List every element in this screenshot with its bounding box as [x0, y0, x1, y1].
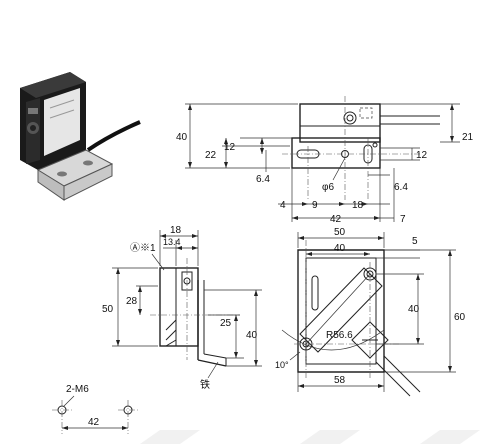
mounting-label: 2-M6	[66, 384, 89, 395]
dim-top-width: 42	[330, 214, 342, 225]
dim-side-inner: 13.4	[163, 237, 181, 247]
dim-front-angle: 10°	[275, 360, 289, 370]
top-right-view: 40 22 12 6.4 21 12 φ6 6.4	[176, 96, 474, 225]
dim-top-hole-dia: φ6	[322, 182, 334, 193]
dim-front-inner-height: 40	[408, 304, 420, 315]
dim-side-width: 18	[170, 225, 182, 236]
dim-top-slot-height: 12	[224, 142, 236, 153]
dim-top-edge: 7	[400, 214, 406, 225]
dim-top-right-slot: 12	[416, 150, 428, 161]
dim-mount-pitch: 42	[88, 417, 100, 428]
dim-top-bottom-c: 18	[352, 200, 364, 211]
dim-side-height: 50	[102, 304, 114, 315]
dim-front-height: 60	[454, 312, 466, 323]
dim-front-base: 58	[334, 375, 346, 386]
dim-top-right-offset: 6.4	[394, 182, 408, 193]
mounting-holes: 2-M6 42	[52, 384, 138, 434]
dim-front-width: 50	[334, 227, 346, 238]
sensor-photo	[20, 72, 141, 201]
dim-side-mid: 28	[126, 296, 138, 307]
dim-front-radius: R56.6	[326, 330, 353, 341]
dim-front-offset: 5	[412, 236, 418, 247]
side-callout: Ⓐ※1	[130, 242, 156, 254]
dim-front-inner-width: 40	[334, 243, 346, 254]
dim-top-bottom-b: 9	[312, 200, 318, 211]
dim-top-bottom-a: 4	[280, 200, 286, 211]
front-view: 50 40 5 60 40 R56.6 10° 5	[275, 227, 466, 397]
dim-top-left-offset: 6.4	[256, 174, 270, 185]
dim-side-hole: 25	[220, 318, 232, 329]
side-view: 18 13.4 Ⓐ※1 50 28 25	[102, 225, 262, 391]
dim-top-offset: 21	[462, 132, 474, 143]
watermark	[140, 430, 480, 444]
dim-side-bracket: 40	[246, 330, 258, 341]
dim-top-height: 40	[176, 132, 188, 143]
side-material-label: 铁	[200, 378, 210, 391]
dim-top-inner-height: 22	[205, 150, 217, 161]
